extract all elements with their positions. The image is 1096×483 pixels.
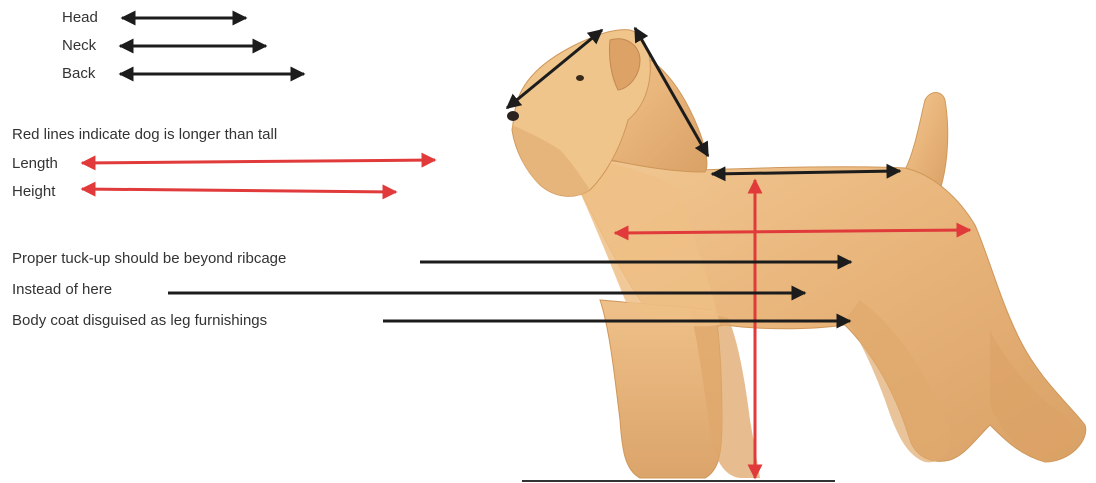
legend-back-label: Back [62, 65, 95, 83]
length-measure-arrow [615, 230, 970, 233]
neck-measure-arrow [635, 28, 708, 156]
legend-neck-label: Neck [62, 37, 96, 55]
height-label: Height [12, 183, 55, 201]
legend-height-arrow [82, 189, 396, 192]
body-coat-label: Body coat disguised as leg furnishings [12, 312, 267, 330]
legend-length-arrow [82, 160, 435, 163]
legend-head-label: Head [62, 9, 98, 27]
head-measure-arrow [507, 30, 602, 108]
instead-label: Instead of here [12, 281, 112, 299]
proportion-note: Red lines indicate dog is longer than ta… [12, 126, 277, 144]
length-label: Length [12, 155, 58, 173]
proper-tuck-label: Proper tuck-up should be beyond ribcage [12, 250, 286, 268]
back-measure-arrow [712, 171, 900, 174]
